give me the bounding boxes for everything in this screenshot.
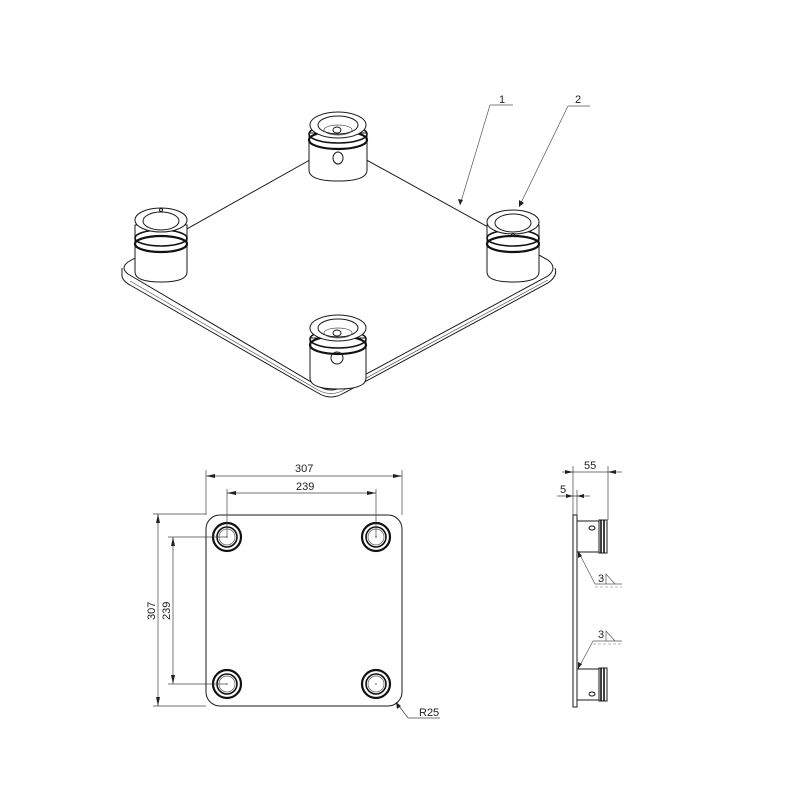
dimension-plate-thickness: 5	[557, 484, 590, 515]
spigot-side-bottom	[576, 667, 608, 702]
spigot-iso-left	[133, 207, 189, 283]
dimension-overall-height: 307	[146, 513, 206, 707]
callout-2: 2	[518, 94, 590, 208]
dim-r25-label: R25	[419, 707, 439, 719]
spigot-front-br	[360, 668, 392, 700]
base-plate-front	[205, 514, 403, 707]
side-view: 55 5 3 3	[557, 460, 622, 708]
dimension-corner-radius: R25	[395, 701, 440, 719]
spigot-iso-front	[308, 314, 368, 390]
dimension-hole-spacing-height: 239	[161, 536, 227, 685]
dimension-overall-width: 307	[205, 463, 403, 515]
dimension-total-depth: 55	[562, 460, 622, 520]
dim-307-height-label: 307	[146, 602, 158, 620]
weld-symbol-lower: 3	[577, 629, 622, 670]
spigot-iso-back	[307, 111, 369, 182]
dim-239-height-label: 239	[161, 602, 173, 620]
callout-2-label: 2	[575, 94, 581, 106]
spigot-side-top	[576, 519, 608, 554]
front-view: 307 239 307 239	[146, 463, 440, 719]
weld-symbol-upper: 3	[577, 550, 622, 588]
spigot-iso-right	[485, 209, 541, 283]
callout-1: 1	[458, 94, 513, 206]
dim-307-width-label: 307	[295, 463, 313, 475]
weld-lower-size-label: 3	[598, 629, 604, 641]
isometric-view: 1 2	[121, 94, 590, 398]
weld-upper-size-label: 3	[598, 573, 604, 585]
base-plate-side	[572, 514, 578, 708]
dimension-hole-spacing-width: 239	[226, 481, 377, 537]
dim-239-width-label: 239	[296, 481, 314, 493]
dim-55-label: 55	[584, 460, 596, 472]
callout-1-label: 1	[499, 94, 505, 106]
dim-5-label: 5	[560, 484, 566, 496]
